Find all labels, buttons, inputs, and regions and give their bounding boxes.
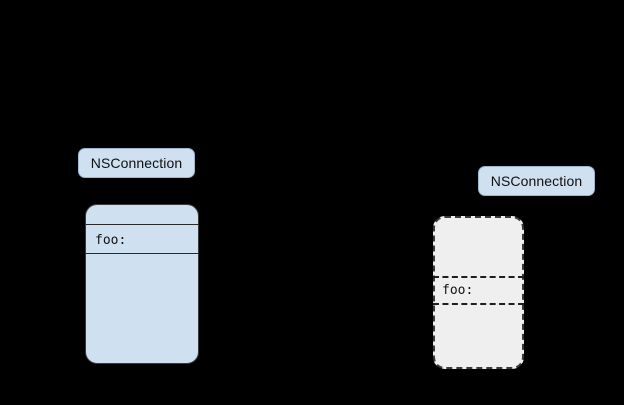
separator-top-left xyxy=(85,224,199,225)
class-label-right[interactable]: NSConnection xyxy=(478,166,595,196)
lifeline-box-right[interactable]: foo: xyxy=(433,216,524,369)
lifeline-box-left[interactable]: foo: xyxy=(85,204,199,364)
method-slot-label-right: foo: xyxy=(442,283,474,298)
separator-bottom-right xyxy=(433,303,524,305)
method-slot-label-left: foo: xyxy=(95,232,127,248)
class-label-left[interactable]: NSConnection xyxy=(78,148,195,178)
separator-bottom-left xyxy=(85,253,199,254)
separator-top-right xyxy=(433,276,524,278)
